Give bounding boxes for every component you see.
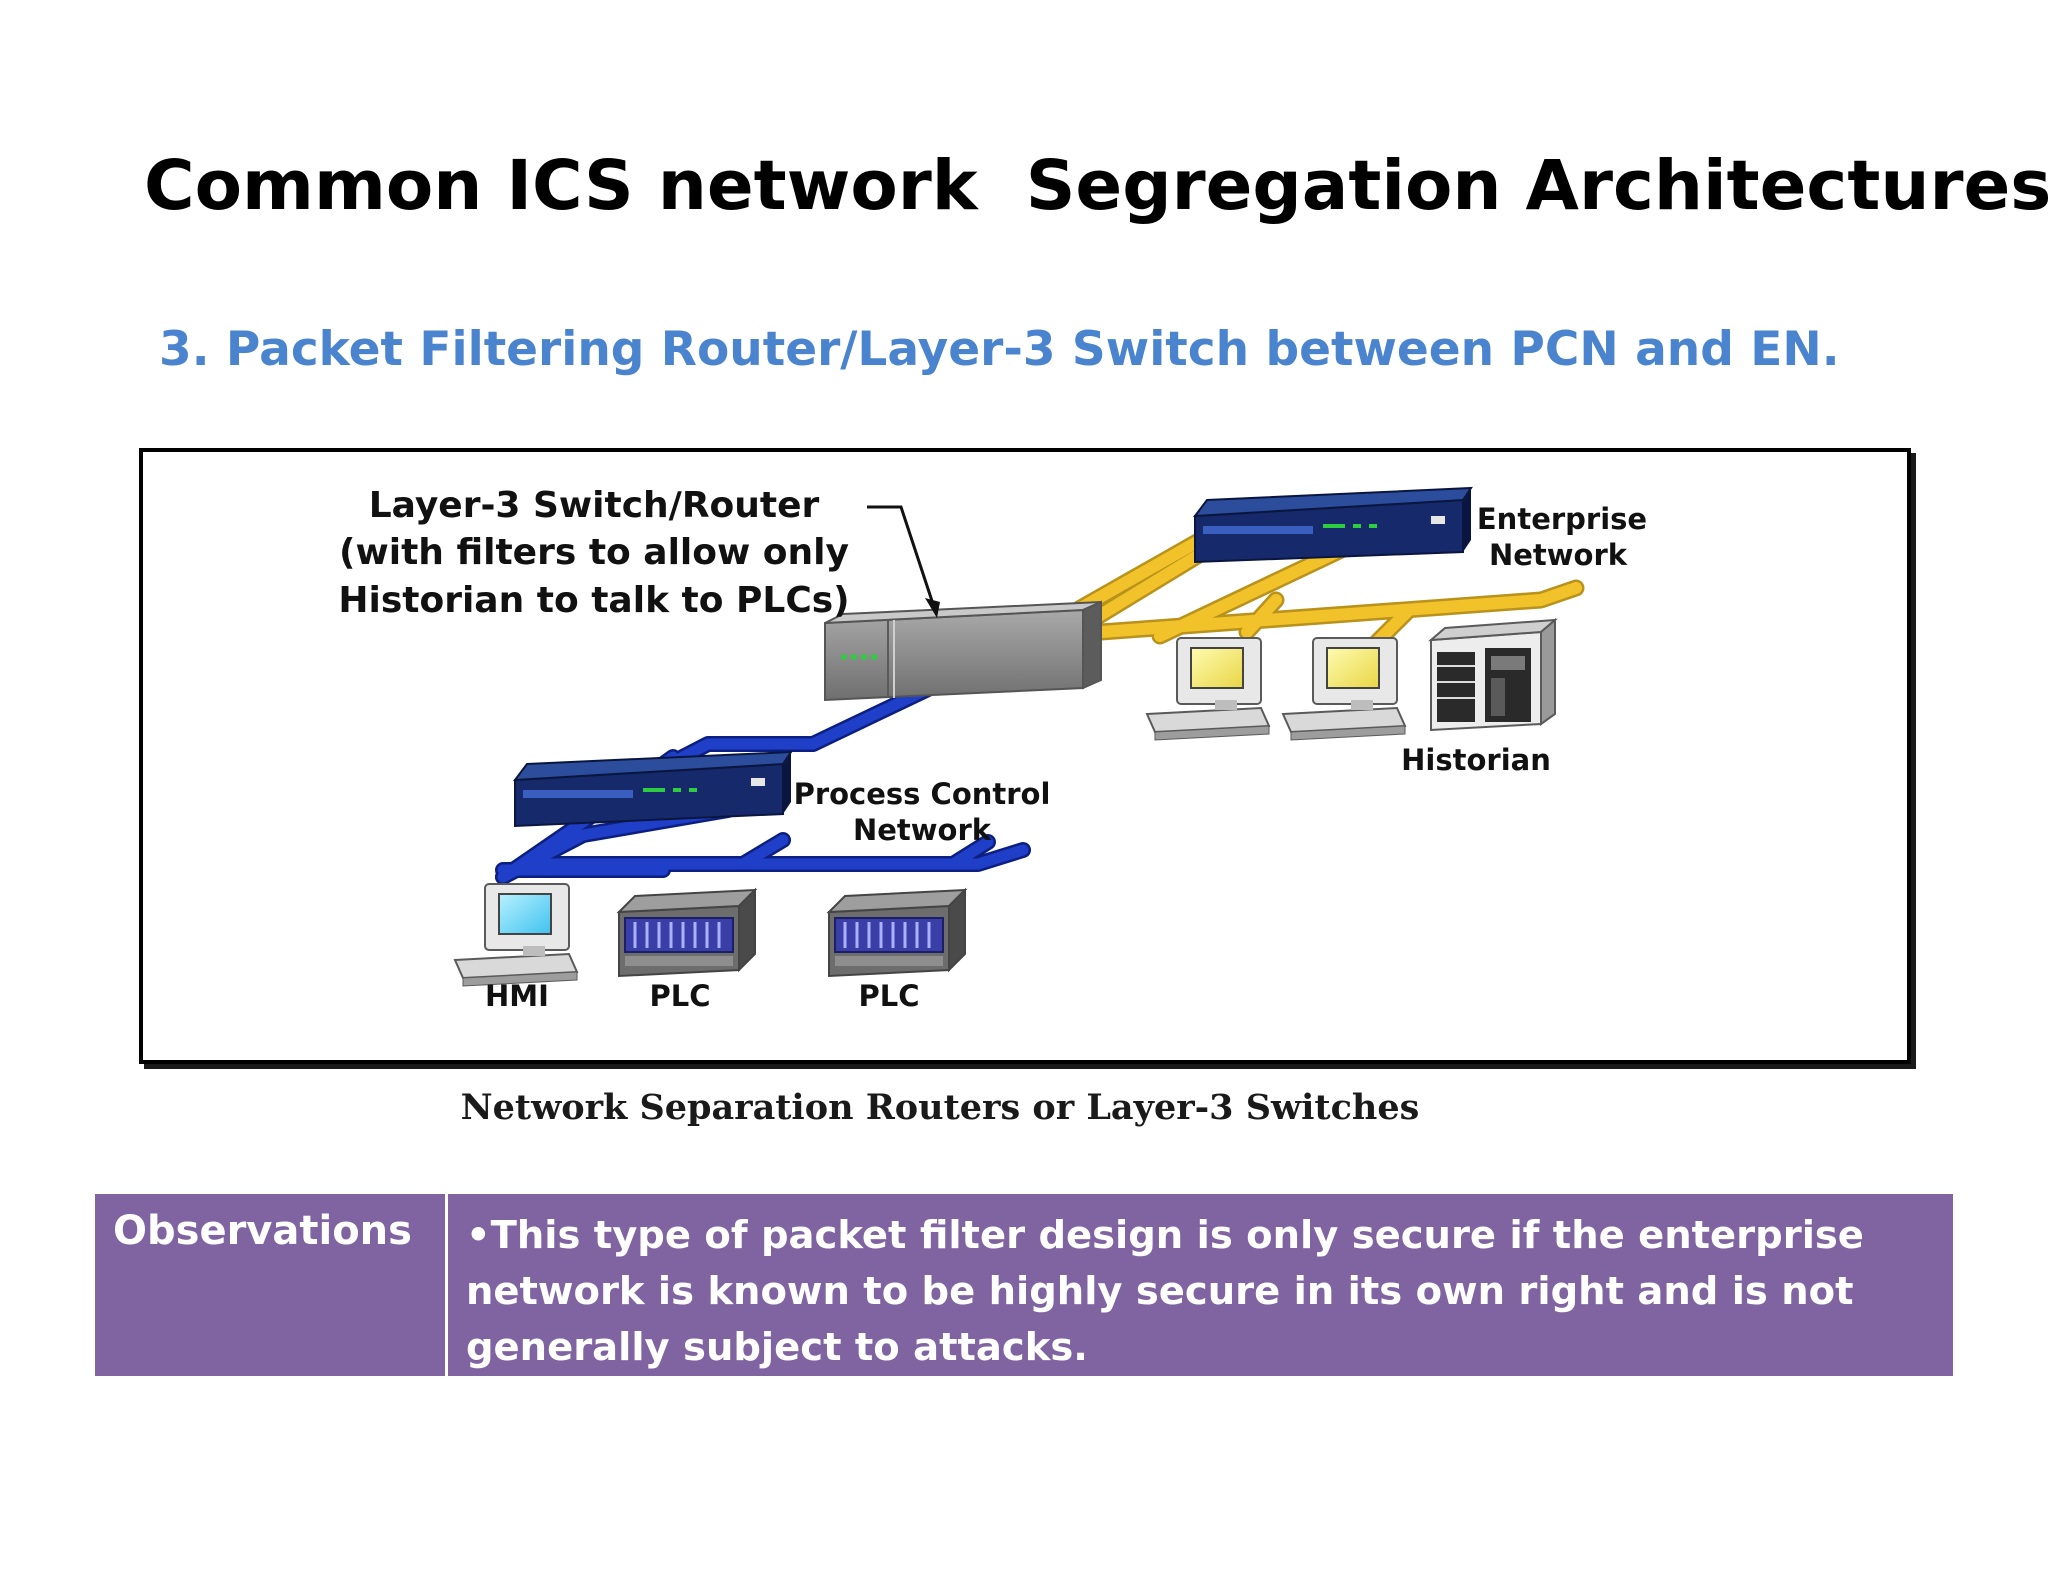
router-label-line3: Historian to talk to PLCs) [338,580,849,621]
router-label-line2: (with filters to allow only [339,532,849,573]
process-switch-icon [512,750,793,828]
historian-label: Historian [1401,743,1551,777]
process-label-line1: Process Control [794,777,1051,811]
layer3-router-icon [824,600,1102,702]
workstation-icon [1145,637,1271,741]
process-label-line2: Network [853,813,992,847]
slide-title: Common ICS network Segregation Architect… [144,146,2048,226]
slide-subtitle: 3. Packet Filtering Router/Layer-3 Switc… [159,322,1840,377]
historian-server-icon [1428,617,1558,732]
enterprise-label-line2: Network [1489,538,1628,572]
arrow-icon [867,505,940,618]
hmi-label: HMI [485,979,549,1013]
observations-label: Observations [95,1194,448,1376]
workstation-icon [1281,637,1407,741]
diagram-caption: Network Separation Routers or Layer-3 Sw… [460,1087,1420,1128]
enterprise-switch-icon [1192,486,1473,564]
observations-text: •This type of packet filter design is on… [466,1213,1864,1370]
plc-icon [826,887,968,978]
plc-icon [616,887,758,978]
network-diagram: Layer-3 Switch/Router (with filters to a… [139,448,1911,1064]
network-diagram-svg: Layer-3 Switch/Router (with filters to a… [338,485,1647,1013]
plc-label-2: PLC [858,979,919,1013]
router-label-line1: Layer-3 Switch/Router [369,485,820,526]
hmi-workstation-icon [453,883,579,987]
plc-label-1: PLC [649,979,710,1013]
enterprise-label-line1: Enterprise [1477,502,1647,536]
observations-table: Observations •This type of packet filter… [95,1194,1953,1376]
